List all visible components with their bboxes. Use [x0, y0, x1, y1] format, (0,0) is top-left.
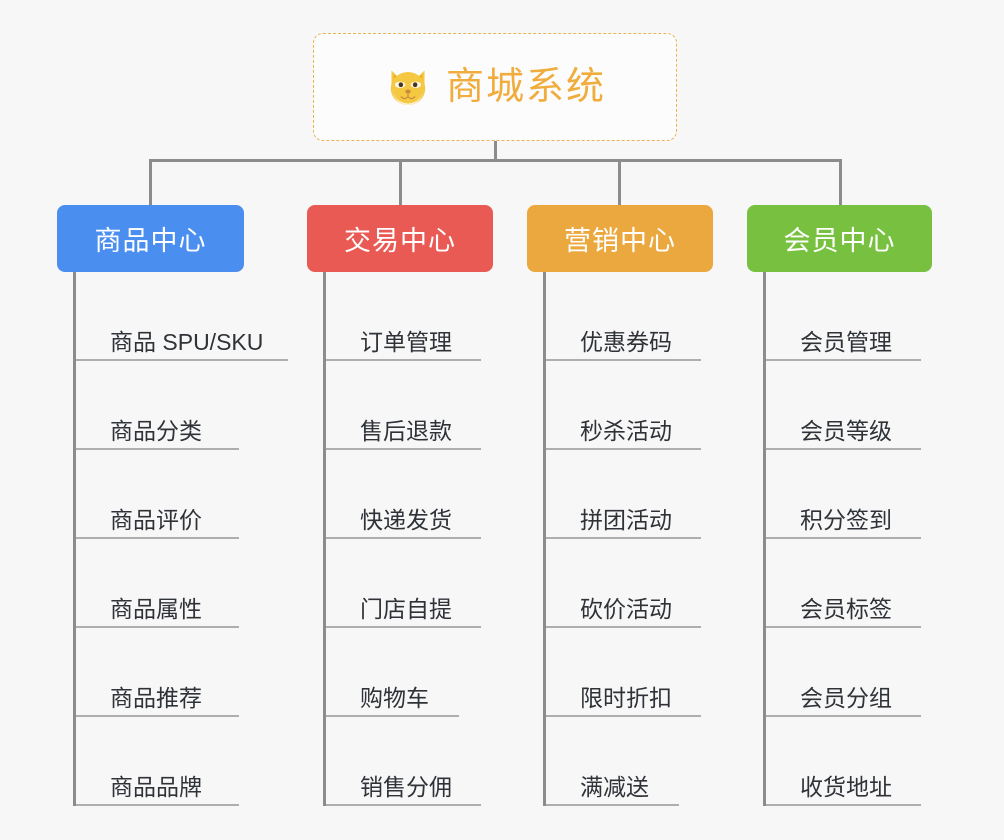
leaf-underline: [76, 715, 239, 717]
leaf-underline: [76, 359, 288, 361]
leaf-label: 满减送: [580, 773, 649, 800]
list-item[interactable]: 商品 SPU/SKU: [76, 272, 288, 361]
leaf-label: 订单管理: [360, 328, 452, 355]
list-item[interactable]: 门店自提: [326, 539, 522, 628]
leaf-underline: [76, 804, 239, 806]
category-label: 商品中心: [94, 226, 207, 256]
leaf-underline: [326, 626, 481, 628]
leaf-list-member-center: 会员管理 会员等级 积分签到 会员标签 会员分组 收货地址: [763, 272, 962, 806]
category-header-marketing-center[interactable]: 营销中心: [527, 205, 713, 272]
branch-trade-center: 交易中心 订单管理 售后退款 快递发货 门店自提 购物车: [307, 205, 522, 806]
leaf-underline: [546, 359, 701, 361]
leaf-underline: [326, 537, 481, 539]
root-node[interactable]: 商城系统: [313, 33, 677, 141]
leaf-underline: [546, 448, 701, 450]
connector-drop-trade-center: [399, 159, 402, 207]
leaf-label: 积分签到: [800, 506, 892, 533]
list-item[interactable]: 拼团活动: [546, 450, 742, 539]
list-item[interactable]: 积分签到: [766, 450, 962, 539]
list-item[interactable]: 会员分组: [766, 628, 962, 717]
list-item[interactable]: 会员管理: [766, 272, 962, 361]
leaf-label: 售后退款: [360, 417, 452, 444]
leaf-underline: [766, 537, 921, 539]
list-item[interactable]: 购物车: [326, 628, 522, 717]
leaf-underline: [326, 804, 481, 806]
list-item[interactable]: 商品属性: [76, 539, 287, 628]
leaf-label: 商品分类: [110, 417, 202, 444]
category-label: 营销中心: [564, 226, 676, 256]
root-title: 商城系统: [445, 66, 606, 108]
list-item[interactable]: 优惠券码: [546, 272, 742, 361]
list-item[interactable]: 会员标签: [766, 539, 962, 628]
leaf-underline: [326, 715, 459, 717]
leaf-label: 会员标签: [800, 595, 892, 622]
leaf-label: 商品评价: [110, 506, 202, 533]
leaf-underline: [766, 448, 921, 450]
leaf-list-trade-center: 订单管理 售后退款 快递发货 门店自提 购物车 销售分佣: [323, 272, 522, 806]
leaf-underline: [766, 804, 921, 806]
leaf-label: 门店自提: [360, 595, 452, 622]
branch-product-center: 商品中心 商品 SPU/SKU 商品分类 商品评价 商品属性 商品推荐: [57, 205, 288, 806]
connector-drop-product-center: [149, 159, 152, 207]
leaf-label: 商品属性: [110, 595, 202, 622]
leaf-underline: [766, 626, 921, 628]
leaf-underline: [546, 804, 679, 806]
leaf-label: 会员分组: [800, 684, 892, 711]
leaf-label: 商品 SPU/SKU: [110, 328, 264, 355]
leaf-label: 收货地址: [800, 773, 892, 800]
leaf-list-product-center: 商品 SPU/SKU 商品分类 商品评价 商品属性 商品推荐 商品品牌: [73, 272, 288, 806]
branch-marketing-center: 营销中心 优惠券码 秒杀活动 拼团活动 砍价活动 限时折扣: [527, 205, 742, 806]
leaf-underline: [546, 537, 701, 539]
leaf-underline: [76, 448, 239, 450]
category-header-member-center[interactable]: 会员中心: [747, 205, 932, 272]
leaf-label: 商品推荐: [110, 684, 202, 711]
leaf-label: 销售分佣: [360, 773, 452, 800]
leaf-label: 优惠券码: [580, 328, 672, 355]
list-item[interactable]: 砍价活动: [546, 539, 742, 628]
leaf-underline: [76, 626, 239, 628]
category-header-trade-center[interactable]: 交易中心: [307, 205, 493, 272]
list-item[interactable]: 商品推荐: [76, 628, 287, 717]
list-item[interactable]: 收货地址: [766, 717, 962, 806]
leaf-underline: [326, 359, 481, 361]
connector-bus-bar: [149, 159, 842, 162]
leaf-list-marketing-center: 优惠券码 秒杀活动 拼团活动 砍价活动 限时折扣 满减送: [543, 272, 742, 806]
leaf-label: 秒杀活动: [580, 417, 672, 444]
leaf-label: 购物车: [360, 684, 429, 711]
list-item[interactable]: 订单管理: [326, 272, 522, 361]
list-item[interactable]: 商品评价: [76, 450, 287, 539]
leaf-label: 快递发货: [360, 506, 452, 533]
list-item[interactable]: 售后退款: [326, 361, 522, 450]
leaf-label: 限时折扣: [580, 684, 672, 711]
branch-member-center: 会员中心 会员管理 会员等级 积分签到 会员标签 会员分组: [747, 205, 962, 806]
list-item[interactable]: 商品品牌: [76, 717, 287, 806]
leaf-label: 拼团活动: [580, 506, 672, 533]
connector-drop-member-center: [839, 159, 842, 207]
leaf-label: 砍价活动: [580, 595, 672, 622]
list-item[interactable]: 满减送: [546, 717, 742, 806]
list-item[interactable]: 销售分佣: [326, 717, 522, 806]
category-label: 会员中心: [783, 226, 896, 256]
leaf-label: 会员等级: [800, 417, 892, 444]
leaf-underline: [76, 537, 239, 539]
list-item[interactable]: 限时折扣: [546, 628, 742, 717]
category-label: 交易中心: [344, 226, 456, 256]
leaf-underline: [546, 626, 701, 628]
list-item[interactable]: 秒杀活动: [546, 361, 742, 450]
list-item[interactable]: 会员等级: [766, 361, 962, 450]
leaf-underline: [766, 715, 921, 717]
leaf-label: 会员管理: [800, 328, 892, 355]
list-item[interactable]: 商品分类: [76, 361, 287, 450]
leaf-underline: [546, 715, 701, 717]
leaf-label: 商品品牌: [110, 773, 202, 800]
connector-root-stem: [494, 141, 497, 162]
category-header-product-center[interactable]: 商品中心: [57, 205, 244, 272]
connector-drop-marketing-center: [618, 159, 621, 207]
leaf-underline: [766, 359, 921, 361]
list-item[interactable]: 快递发货: [326, 450, 522, 539]
leaf-underline: [326, 448, 481, 450]
shiba-dog-face-icon: [390, 70, 426, 107]
